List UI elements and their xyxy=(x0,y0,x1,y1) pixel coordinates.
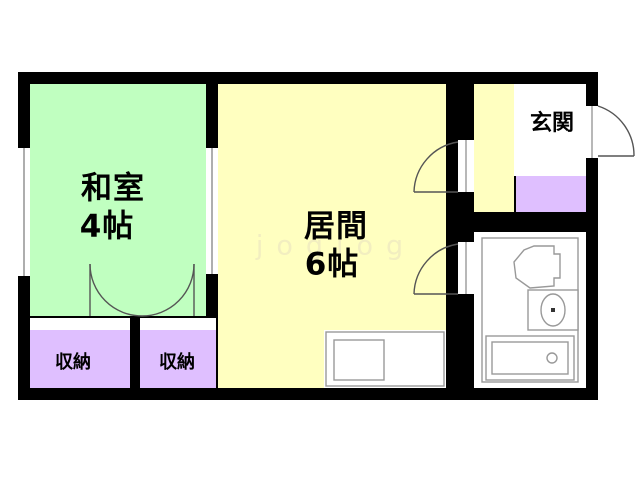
closet-left-door-track xyxy=(30,318,130,330)
label-washitsu-size: 4帖 xyxy=(80,209,135,245)
living-upper-swing-arc xyxy=(413,141,459,193)
label-living-size: 6帖 xyxy=(305,247,360,283)
closet-door-arc-left xyxy=(89,263,143,317)
toilet-icon xyxy=(513,245,561,289)
room-fill-closet-left xyxy=(30,330,130,388)
room-fill-genkan xyxy=(514,84,586,166)
living-lower-swing-arc xyxy=(413,243,459,295)
windows-and-openings xyxy=(18,106,598,294)
room-fill-closet-right xyxy=(140,330,216,388)
room-fill-washitsu xyxy=(30,84,206,316)
watermark: jogjog xyxy=(255,231,416,262)
entry-step xyxy=(516,176,586,212)
bathroom-fixtures xyxy=(481,237,579,383)
bathtub-drain xyxy=(546,352,558,364)
entrance-swing-arc xyxy=(597,105,635,157)
closet-right-door-track xyxy=(140,318,216,330)
label-closet-left: 収納 xyxy=(55,351,91,373)
wash-basin-drain xyxy=(551,308,555,312)
entry-step-edge xyxy=(514,166,586,176)
label-genkan: 玄関 xyxy=(530,110,574,136)
label-closet-right: 収納 xyxy=(159,351,195,373)
room-labels: 和室 4帖 居間 6帖 玄関 収納 収納 xyxy=(55,110,574,373)
door-swings xyxy=(89,105,635,317)
label-washitsu-name: 和室 xyxy=(81,171,145,207)
closet-door-arc-right xyxy=(141,263,195,317)
kitchen-sink-icon xyxy=(333,339,385,381)
label-living-name: 居間 xyxy=(304,209,368,245)
corridor-fill xyxy=(474,84,514,212)
kitchen-fixtures xyxy=(325,331,445,387)
